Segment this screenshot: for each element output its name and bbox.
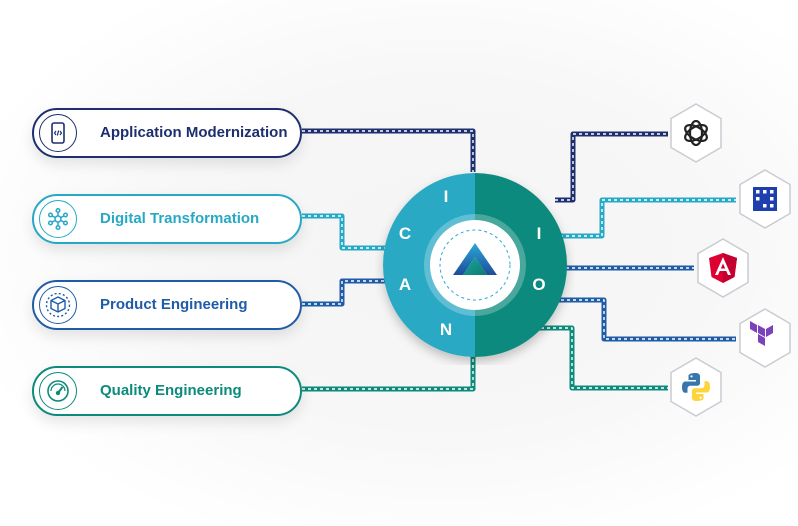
tech-terraform[interactable] (734, 307, 796, 369)
tech-angular[interactable] (692, 237, 754, 299)
service-product-engineering[interactable]: Product Engineering (32, 280, 302, 330)
tech-openai[interactable] (665, 102, 727, 164)
tech-python[interactable] (665, 356, 727, 418)
service-digital-transformation[interactable]: Digital Transformation (32, 194, 302, 244)
wire-python (535, 325, 668, 391)
hub-letter-o: O (532, 275, 546, 294)
wire-openai (555, 131, 668, 203)
python-icon (682, 373, 710, 401)
wire-terraform (555, 297, 736, 342)
service-label: Digital Transformation (100, 210, 260, 227)
wire-product-engineering (302, 278, 385, 307)
central-hub (383, 173, 567, 357)
speedometer-icon (39, 372, 77, 410)
hub-letter-n: N (439, 320, 453, 339)
grid-blocks-icon (753, 187, 777, 211)
wire-quality-engineering (302, 350, 476, 392)
tech-grid-blocks[interactable] (734, 168, 796, 230)
service-quality-engineering[interactable]: Quality Engineering (32, 366, 302, 416)
hub-right-half (475, 173, 567, 357)
service-label: Product Engineering (100, 296, 248, 313)
mobile-code-icon (39, 114, 77, 152)
service-label: Quality Engineering (100, 382, 242, 399)
hub-letter-c: C (398, 224, 412, 243)
terraform-icon (750, 321, 773, 346)
hub-letter-i-top-left: I (443, 187, 449, 206)
hub-letter-i-right: I (536, 224, 542, 243)
wire-application-modernization (302, 128, 476, 172)
network-hub-icon (39, 200, 77, 238)
service-application-modernization[interactable]: Application Modernization (32, 108, 302, 158)
service-label: Application Modernization (100, 124, 288, 141)
wire-grid-blocks (560, 197, 736, 239)
wire-digital-transformation (302, 213, 385, 251)
hub-letter-a: A (398, 275, 412, 294)
hub-left-half (383, 173, 475, 357)
angular-icon (709, 253, 737, 283)
product-box-icon (39, 286, 77, 324)
a-logo-icon (453, 243, 497, 275)
